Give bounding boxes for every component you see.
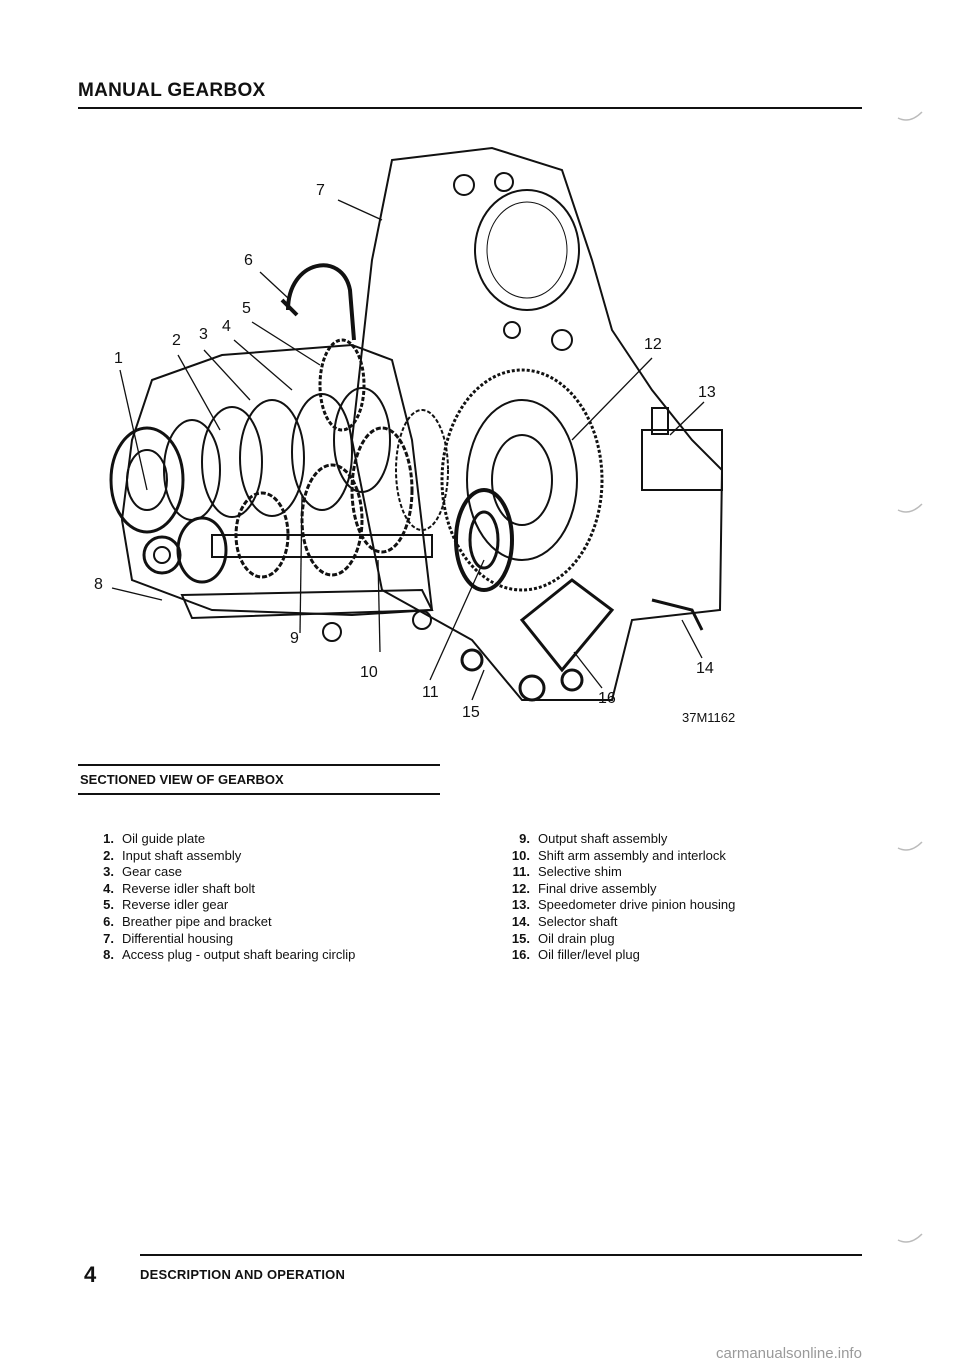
- margin-mark-icon: [897, 1233, 923, 1243]
- selector-shaft-shape: [519, 578, 615, 673]
- callout-8: 8: [94, 576, 103, 593]
- legend-number: 14.: [511, 913, 530, 929]
- caption-rule-top: [78, 764, 440, 766]
- legend-item: 4. Reverse idler shaft bolt: [84, 881, 355, 898]
- legend-number: 15.: [511, 930, 530, 946]
- legend-text: Breather pipe and bracket: [122, 913, 272, 929]
- legend-item: 11. Selective shim: [500, 864, 735, 881]
- page-header: MANUAL GEARBOX: [78, 80, 266, 101]
- callout-15: 15: [462, 704, 480, 721]
- margin-mark-icon: [897, 841, 923, 851]
- legend-text: Reverse idler shaft bolt: [122, 880, 255, 896]
- page-number: 4: [84, 1262, 97, 1287]
- legend-item: 8. Access plug - output shaft bearing cir…: [84, 947, 355, 964]
- differential-housing-shape: [350, 146, 724, 701]
- legend-item: 3. Gear case: [84, 864, 355, 881]
- footer-section-title: DESCRIPTION AND OPERATION: [140, 1267, 346, 1282]
- legend-text: Output shaft assembly: [538, 831, 668, 846]
- callout-5: 5: [242, 300, 251, 317]
- legend-text: Oil drain plug: [538, 930, 615, 946]
- shift-arm-shape: [180, 588, 434, 620]
- oil-guide-plate-shape: [109, 426, 185, 534]
- legend-item: 13. Speedometer drive pinion housing: [500, 897, 735, 914]
- reverse-idler-gear-shape: [318, 338, 366, 432]
- legend-item: 7. Differential housing: [84, 931, 355, 948]
- legend-number: 8.: [103, 947, 114, 963]
- legend-text: Selective shim: [538, 864, 622, 880]
- legend-item: 5. Reverse idler gear: [84, 897, 355, 914]
- legend-text: Selector shaft: [538, 913, 618, 929]
- watermark-link[interactable]: carmanualsonline.info: [716, 1345, 862, 1362]
- breather-pipe-shape: [286, 263, 356, 341]
- callout-13: 13: [698, 384, 716, 401]
- callout-1: 1: [114, 350, 123, 367]
- callout-16: 16: [598, 690, 616, 707]
- callout-4: 4: [222, 318, 231, 335]
- legend-text: Oil guide plate: [122, 831, 206, 846]
- legend-number: 11.: [512, 864, 530, 880]
- legend-item: 16. Oil filler/level plug: [500, 947, 735, 964]
- callout-7: 7: [316, 182, 325, 199]
- callout-14: 14: [696, 660, 714, 677]
- legend-item: 10. Shift arm assembly and interlock: [500, 848, 735, 865]
- legend-text: Gear case: [122, 864, 182, 880]
- housing-bore-shape: [474, 189, 580, 311]
- legend-text: Oil filler/level plug: [538, 947, 640, 963]
- footer-rule: [140, 1254, 862, 1256]
- gearbox-figure: 1 2 3 4 5 6 7 8 9 10 11 12 13 14 15 16: [92, 140, 782, 740]
- legend-item: 1. Oil guide plate: [84, 831, 355, 848]
- legend-number: 12.: [511, 880, 530, 896]
- legend-number: 7.: [103, 930, 114, 946]
- gear-case-shape: [120, 343, 434, 617]
- caption-rule-bottom: [78, 793, 440, 795]
- figure-caption: SECTIONED VIEW OF GEARBOX: [80, 772, 284, 787]
- legend-item: 14. Selector shaft: [500, 914, 735, 931]
- legend-number: 3.: [103, 864, 114, 880]
- legend-number: 9.: [519, 831, 530, 846]
- callout-9: 9: [290, 630, 299, 647]
- legend-text: Differential housing: [122, 930, 234, 946]
- legend-text: Access plug - output shaft bearing circl…: [122, 947, 356, 963]
- legend-item: 12. Final drive assembly: [500, 881, 735, 898]
- legend-number: 4.: [103, 880, 114, 896]
- figure-reference: 37M1162: [682, 710, 736, 725]
- callout-11: 11: [422, 684, 439, 701]
- output-shaft-gears: [176, 409, 449, 584]
- legend-item: 6. Breather pipe and bracket: [84, 914, 355, 931]
- legend-number: 1.: [103, 831, 114, 846]
- legend-text: Input shaft assembly: [122, 847, 242, 863]
- callout-10: 10: [360, 664, 378, 681]
- legend-text: Speedometer drive pinion housing: [538, 897, 736, 913]
- legend-number: 6.: [103, 913, 114, 929]
- header-rule: [78, 107, 862, 109]
- selective-shim-shape: [454, 488, 514, 592]
- callout-3: 3: [199, 326, 208, 343]
- legend-number: 5.: [103, 897, 114, 913]
- legend-item: 15. Oil drain plug: [500, 931, 735, 948]
- legend-right-column: 9. Output shaft assembly 10. Shift arm ass…: [500, 831, 735, 964]
- margin-mark-icon: [897, 111, 923, 121]
- legend-number: 16.: [511, 947, 530, 963]
- callout-2: 2: [172, 332, 181, 349]
- legend-item: 2. Input shaft assembly: [84, 848, 355, 865]
- legend-number: 2.: [103, 847, 114, 863]
- legend-left-column: 1. Oil guide plate 2. Input shaft assembly…: [84, 831, 355, 964]
- legend-text: Final drive assembly: [538, 880, 657, 896]
- gearbox-illustration: [109, 146, 724, 702]
- margin-mark-icon: [897, 503, 923, 513]
- callout-12: 12: [644, 336, 662, 353]
- legend-text: Shift arm assembly and interlock: [538, 847, 726, 863]
- speedo-housing-shape: [641, 429, 723, 491]
- legend-number: 13.: [511, 897, 530, 913]
- callout-6: 6: [244, 252, 253, 269]
- final-drive-shape: [440, 368, 604, 592]
- legend-number: 10.: [511, 847, 530, 863]
- leader-lines: [111, 199, 705, 701]
- legend-item: 9. Output shaft assembly: [500, 831, 735, 848]
- legend-text: Reverse idler gear: [122, 897, 229, 913]
